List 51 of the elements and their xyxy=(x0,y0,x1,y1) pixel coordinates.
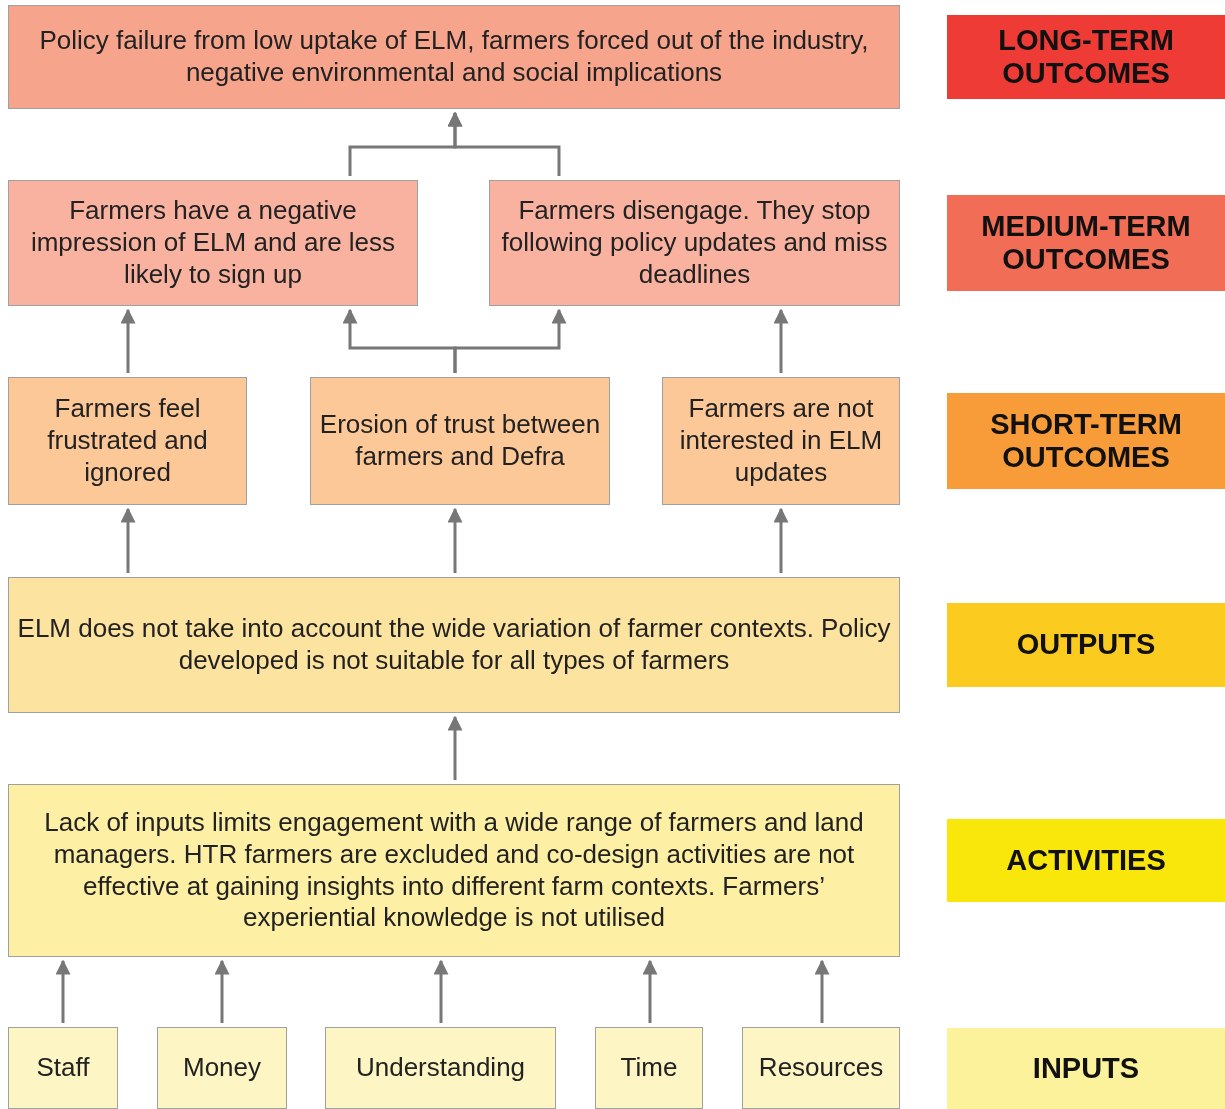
stage-label: ACTIVITIES xyxy=(1005,843,1167,878)
stage-band xyxy=(947,195,1225,291)
box-text: Farmers are not interested in ELM updates xyxy=(678,393,884,489)
arrow xyxy=(447,507,463,573)
outcome-box xyxy=(662,377,900,505)
box-text: Understanding xyxy=(354,1052,527,1084)
stage-label: MEDIUM-TERM OUTCOMES xyxy=(980,209,1192,277)
arrow xyxy=(447,111,561,176)
box-text: Resources xyxy=(757,1052,885,1084)
arrow xyxy=(447,715,463,780)
input-box xyxy=(157,1027,287,1109)
box-text: Money xyxy=(181,1052,262,1084)
box-text: Time xyxy=(619,1052,679,1084)
stage-band xyxy=(947,1028,1225,1109)
arrow xyxy=(642,959,658,1023)
outcome-box xyxy=(8,5,900,109)
output-box xyxy=(8,577,900,713)
outcome-box xyxy=(310,377,610,505)
arrow xyxy=(814,959,830,1023)
input-box xyxy=(325,1027,556,1109)
box-text: ELM does not take into account the wide variation of farmer contexts. Policy developed is not suitable for all types of farmers xyxy=(16,613,892,677)
outcome-box xyxy=(8,377,247,505)
input-box xyxy=(742,1027,900,1109)
arrow xyxy=(773,308,789,373)
box-text: Policy failure from low uptake of ELM, farmers forced out of the industry, negative environmental and social implications xyxy=(38,25,870,89)
arrow xyxy=(120,308,136,373)
arrow xyxy=(214,959,230,1023)
arrow xyxy=(120,507,136,573)
box-text: Farmers disengage. They stop following policy updates and miss deadlines xyxy=(500,195,889,291)
stage-band xyxy=(947,393,1225,489)
stage-label: SHORT-TERM OUTCOMES xyxy=(989,407,1183,475)
activity-box xyxy=(8,784,900,957)
outcome-box xyxy=(8,180,418,306)
box-text: Farmers feel frustrated and ignored xyxy=(46,393,209,489)
arrow xyxy=(773,507,789,573)
outcome-box xyxy=(489,180,900,306)
arrow xyxy=(433,959,449,1023)
box-text: Farmers have a negative impression of ELM and are less likely to sign up xyxy=(29,195,397,291)
stage-label: OUTPUTS xyxy=(1015,628,1157,662)
stage-band xyxy=(947,15,1225,99)
stage-band xyxy=(947,603,1225,687)
arrow xyxy=(453,308,567,373)
box-text: Lack of inputs limits engagement with a wide range of farmers and land managers. HTR farmers are excluded and co-design activities are not effective at gaining insights into different farm contexts. Farmers’ experiential knowledge is not utilised xyxy=(43,807,865,934)
input-box xyxy=(8,1027,118,1109)
box-text: Erosion of trust between farmers and Defra xyxy=(318,409,602,473)
input-box xyxy=(595,1027,703,1109)
stage-band xyxy=(947,819,1225,902)
stage-label: LONG-TERM OUTCOMES xyxy=(997,23,1175,91)
stage-label: INPUTS xyxy=(1031,1051,1141,1086)
box-text: Staff xyxy=(35,1052,91,1084)
arrow xyxy=(55,959,71,1023)
